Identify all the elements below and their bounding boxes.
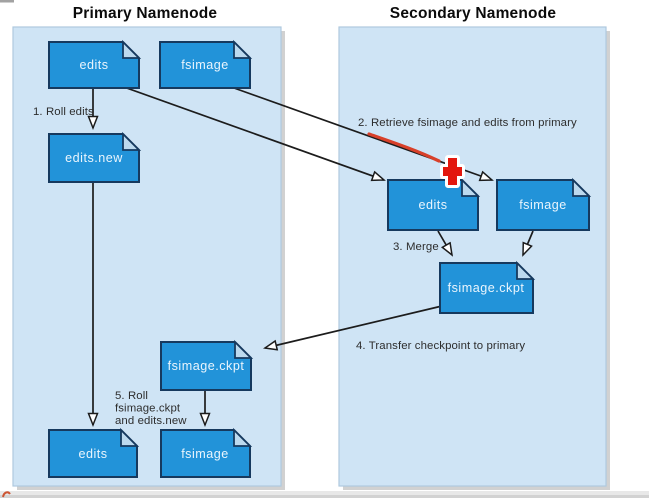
red-annotation-stroke [367,132,441,163]
file-label: edits [418,198,447,212]
file-box-secondary-fsimage-ckpt: fsimage.ckpt [439,260,536,314]
file-box-primary-edits-new: edits.new [48,131,142,183]
file-fold-icon [234,339,254,359]
secondary-panel [338,26,607,487]
arrow-retrieve-edits [120,85,384,180]
file-fold-icon [572,177,592,197]
file-fold-icon [233,427,253,447]
step1-label: 1. Roll edits [33,106,94,118]
file-box-primary-fsimage-bottom: fsimage [160,427,253,478]
step4-label: 4. Transfer checkpoint to primary [356,340,525,352]
red-cross-icon [440,155,465,188]
file-shape [48,429,138,478]
file-shape [159,41,251,89]
file-box-primary-fsimage-ckpt: fsimage.ckpt [160,339,254,391]
file-fold-icon [461,177,481,197]
step3-label: 3. Merge [393,241,439,253]
file-fold-icon [122,39,142,59]
primary-panel [12,26,282,487]
file-box-primary-fsimage-top: fsimage [159,39,253,89]
file-box-secondary-edits: edits [387,177,481,231]
file-box-secondary-fsimage: fsimage [496,177,592,231]
secondary-panel-title: Secondary Namenode [390,5,557,22]
step5-line2: fsimage.ckpt [115,403,181,415]
file-label: fsimage [181,58,229,72]
file-label: edits [78,447,107,461]
bottom-edge-band-dark [0,495,649,498]
arrow-merge-fsimage [523,230,534,255]
file-shape [160,429,251,478]
arrow-transfer-checkpoint [265,305,443,348]
file-fold-icon [233,39,253,59]
file-shape [439,262,534,314]
file-label: edits [79,58,108,72]
file-shape [48,41,140,89]
file-shape [496,179,590,231]
step5-line3: and edits.new [115,415,187,427]
bottom-edge-band [0,491,649,495]
top-left-artifact [0,0,14,3]
file-label: edits.new [65,151,123,165]
file-label: fsimage [181,447,229,461]
file-shape [160,341,252,391]
file-label: fsimage.ckpt [448,281,525,295]
step5-line1: 5. Roll [115,390,148,402]
file-label: fsimage [519,198,567,212]
file-shape [48,133,140,183]
arrow-merge-edits [437,230,452,255]
file-fold-icon [120,427,140,447]
primary-panel-title: Primary Namenode [73,5,218,22]
file-fold-icon [516,260,536,280]
step2-label: 2. Retrieve fsimage and edits from prima… [358,117,577,129]
corner-artifact [2,491,11,498]
file-box-primary-edits-bottom: edits [48,427,140,478]
file-box-primary-edits-top: edits [48,39,142,89]
file-label: fsimage.ckpt [168,359,245,373]
step5-label: 5. Roll fsimage.ckpt and edits.new [115,390,187,427]
red-cross-fill [443,158,462,185]
file-fold-icon [122,131,142,151]
